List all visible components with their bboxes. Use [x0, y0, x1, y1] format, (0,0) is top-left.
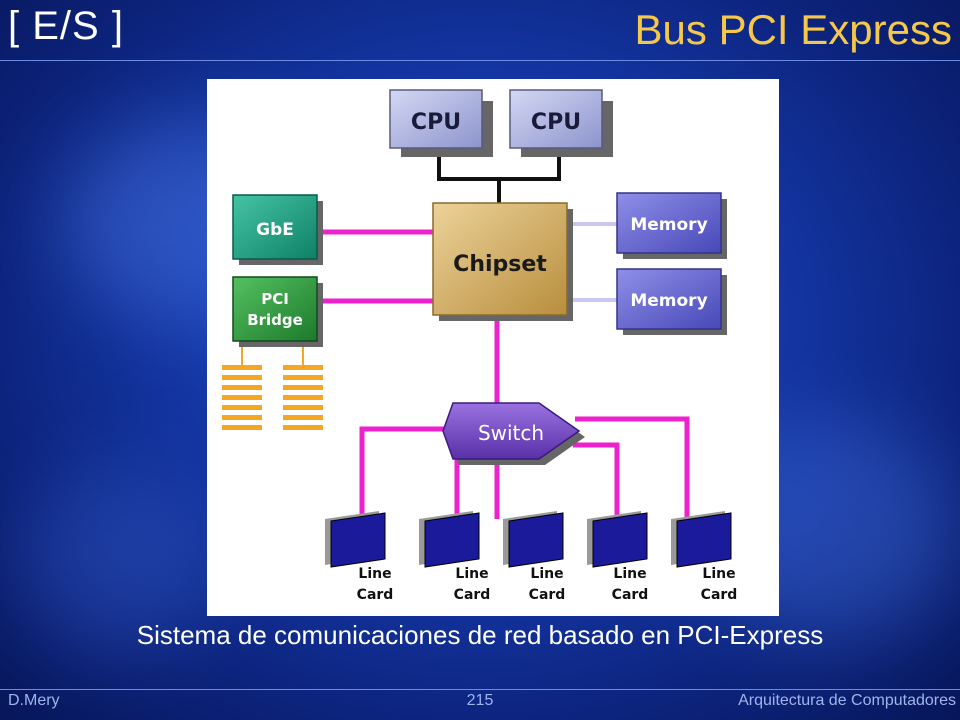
pci-slots-right	[283, 365, 323, 430]
footer-page-number: 215	[466, 692, 494, 709]
gbe-box: GbE	[232, 194, 323, 265]
footer-course: Arquitectura de Computadores	[738, 692, 956, 709]
line-card-4-label-1: Line	[613, 566, 646, 582]
line-card-5-label-1: Line	[702, 566, 735, 582]
cpu-left-box: CPU	[389, 89, 493, 157]
gbe-label: GbE	[256, 220, 294, 240]
pci-bridge-box: PCI Bridge	[232, 276, 323, 347]
memory-bottom-label: Memory	[630, 291, 707, 311]
line-card-1: Line Card	[325, 511, 393, 603]
memory-top-label: Memory	[630, 215, 707, 235]
slide-title: Bus PCI Express	[634, 6, 952, 53]
cpu-right-box: CPU	[509, 89, 613, 157]
line-card-2: Line Card	[419, 511, 490, 603]
chipset-label: Chipset	[453, 252, 547, 277]
pci-bridge-label-1: PCI	[261, 290, 289, 308]
memory-links	[567, 222, 617, 302]
line-card-1-label-1: Line	[358, 566, 391, 582]
line-card-2-label-2: Card	[454, 587, 491, 603]
line-card-4-label-2: Card	[612, 587, 649, 603]
line-card-1-label-2: Card	[357, 587, 394, 603]
line-card-4: Line Card	[587, 511, 648, 603]
line-card-5: Line Card	[671, 511, 737, 603]
cpu-right-label: CPU	[531, 110, 581, 135]
chipset-box: Chipset	[432, 202, 573, 321]
switch-label: Switch	[478, 421, 544, 445]
pci-bridge-label-2: Bridge	[247, 311, 303, 329]
line-card-3-label-1: Line	[530, 566, 563, 582]
title-divider	[0, 60, 960, 61]
figure-caption: Sistema de comunicaciones de red basado …	[136, 620, 824, 650]
footer-divider	[0, 689, 960, 690]
line-card-3-label-2: Card	[529, 587, 566, 603]
pcie-diagram: CPU CPU Chipset Memory M	[207, 79, 779, 616]
switch-box: Switch	[442, 402, 585, 465]
memory-top-box: Memory	[616, 192, 727, 259]
cpu-left-label: CPU	[411, 110, 461, 135]
line-card-5-label-2: Card	[701, 587, 738, 603]
cpu-bus	[437, 151, 561, 203]
memory-bottom-box: Memory	[616, 268, 727, 335]
line-card-2-label-1: Line	[455, 566, 488, 582]
footer-author: D.Mery	[8, 692, 60, 709]
section-tag: [ E/S ]	[8, 4, 124, 48]
pci-slots-left	[222, 365, 262, 430]
line-card-3: Line Card	[503, 511, 565, 603]
